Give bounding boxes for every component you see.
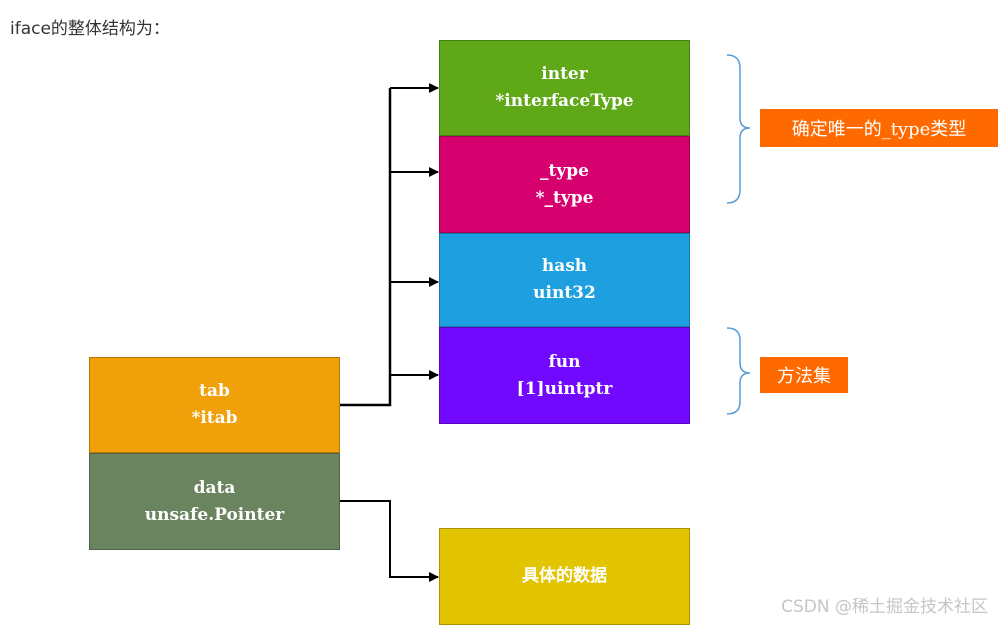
iface-field-tab: tab *itab bbox=[89, 357, 340, 453]
field-type: *interfaceType bbox=[495, 91, 634, 111]
concrete-data-label: 具体的数据 bbox=[522, 566, 607, 586]
field-type: [1]uintptr bbox=[516, 378, 613, 399]
field-name: data bbox=[193, 477, 236, 498]
iface-field-data: data unsafe.Pointer bbox=[89, 453, 340, 550]
itab-field-inter: inter *interfaceType bbox=[439, 40, 690, 136]
brace-type-identity bbox=[726, 54, 751, 204]
brace-method-set bbox=[726, 327, 751, 415]
field-name: fun bbox=[548, 351, 581, 372]
itab-field-fun: fun [1]uintptr bbox=[439, 327, 690, 424]
itab-field-hash: hash uint32 bbox=[439, 233, 690, 327]
itab-field-type: _type *_type bbox=[439, 136, 690, 233]
field-name: _type bbox=[540, 160, 589, 181]
tag-method-set: 方法集 bbox=[760, 357, 848, 393]
field-type: *_type bbox=[535, 187, 594, 208]
field-type: *itab bbox=[191, 408, 238, 428]
field-type: uint32 bbox=[533, 283, 596, 303]
watermark: CSDN @稀土掘金技术社区 bbox=[781, 597, 988, 617]
page-heading: iface的整体结构为： bbox=[10, 19, 170, 39]
concrete-data-box: 具体的数据 bbox=[439, 528, 690, 625]
field-name: inter bbox=[541, 64, 588, 84]
field-name: hash bbox=[541, 256, 588, 276]
tab-trunk-line bbox=[340, 88, 392, 407]
tag-type-identity: 确定唯一的_type类型 bbox=[760, 109, 998, 147]
field-name: tab bbox=[199, 381, 230, 401]
arrow-data-to-concrete bbox=[340, 500, 439, 582]
field-type: unsafe.Pointer bbox=[144, 504, 285, 525]
